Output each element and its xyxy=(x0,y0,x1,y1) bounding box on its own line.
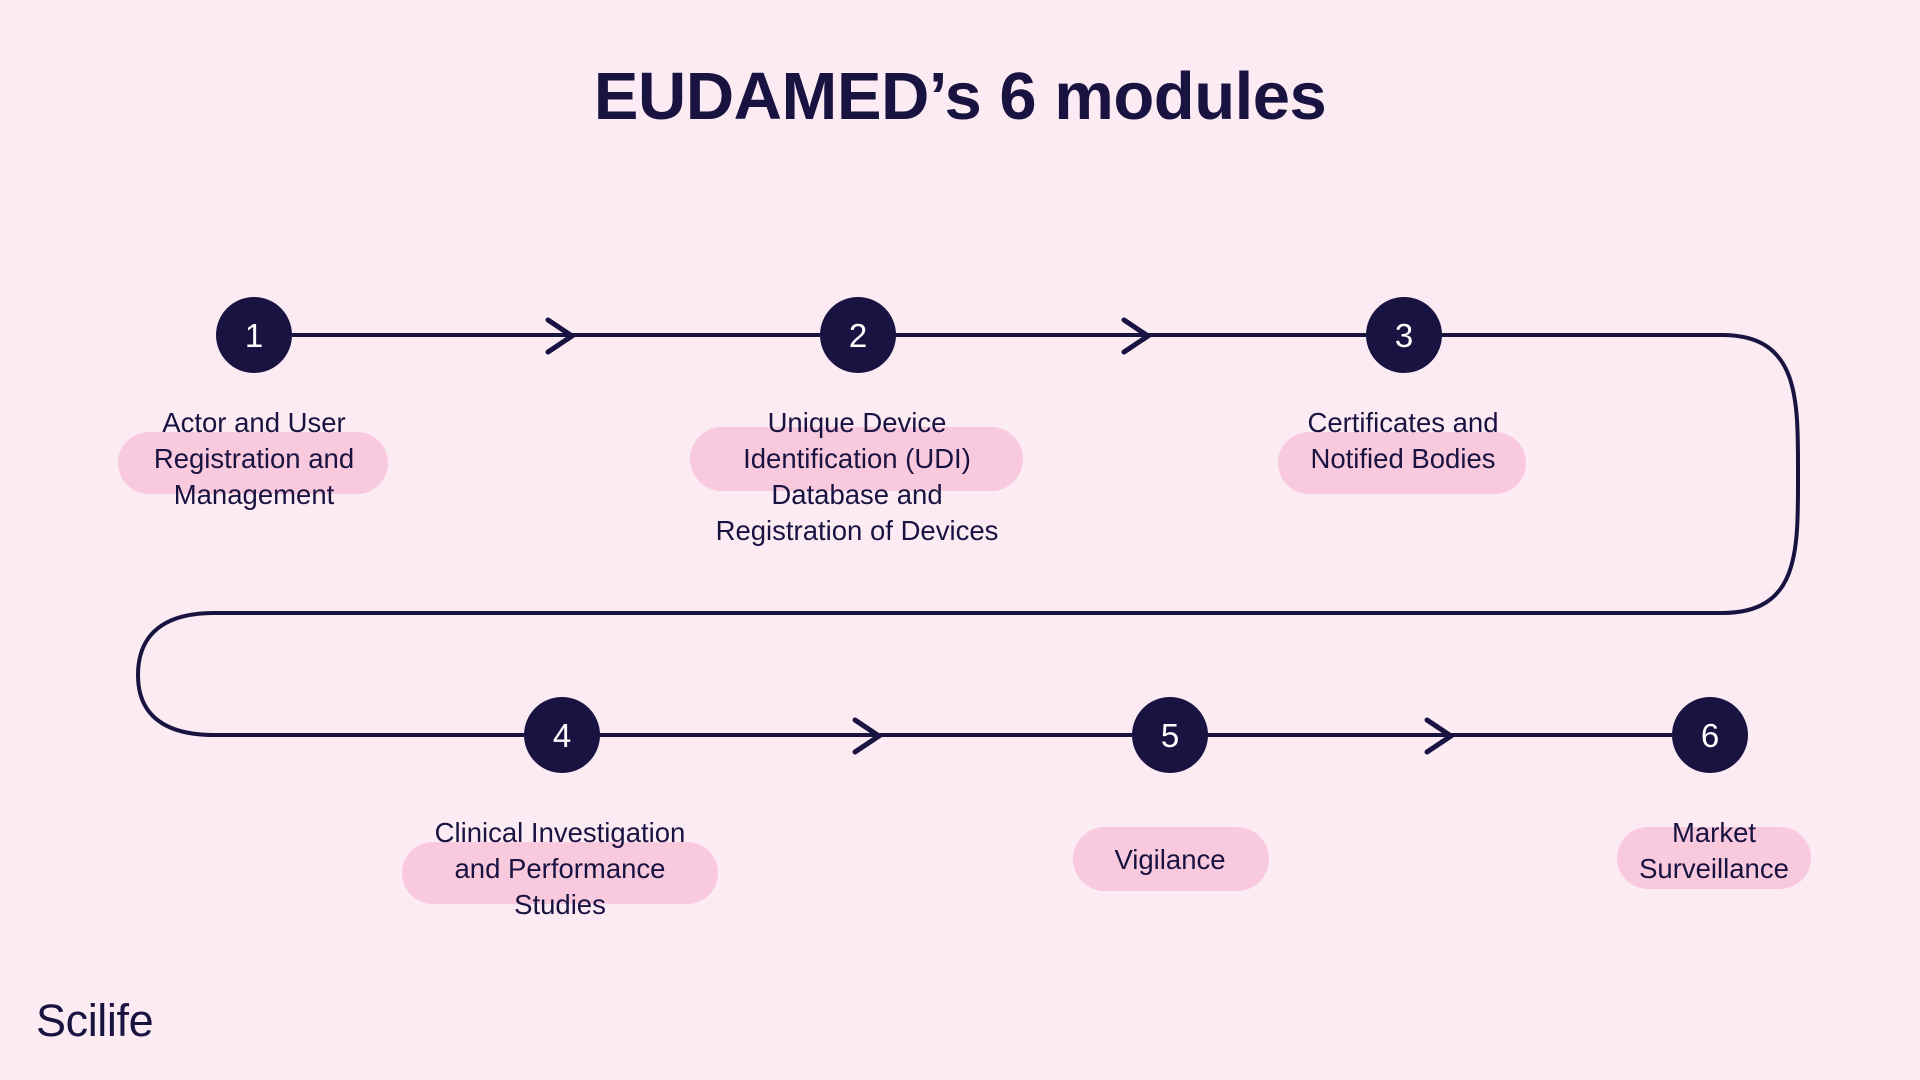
scilife-logo: Scilife xyxy=(36,995,154,1046)
arrow-chevron-icon-3 xyxy=(852,717,884,755)
module-number-2: 2 xyxy=(848,316,868,354)
connector-left-u-curve xyxy=(135,611,215,737)
module-label-1: Actor and User Registration and Manageme… xyxy=(153,407,355,510)
module-label-highlight-4 xyxy=(402,842,718,904)
module-number-5: 5 xyxy=(1160,716,1180,754)
module-number-3: 3 xyxy=(1394,316,1414,354)
module-node-4[interactable]: 4 xyxy=(524,697,600,773)
module-label-2: Unique Device Identification (UDI) Datab… xyxy=(715,407,999,546)
module-label-highlight-6 xyxy=(1617,827,1811,889)
module-node-6[interactable]: 6 xyxy=(1672,697,1748,773)
module-label-4: Clinical Investigation and Performance S… xyxy=(434,817,686,920)
module-number-6: 6 xyxy=(1700,716,1720,754)
arrow-chevron-icon-1 xyxy=(545,317,577,355)
module-node-3[interactable]: 3 xyxy=(1366,297,1442,373)
page-title: EUDAMED’s 6 modules xyxy=(593,59,1327,134)
module-node-1[interactable]: 1 xyxy=(216,297,292,373)
arrow-chevron-icon-2 xyxy=(1121,317,1153,355)
module-label-highlight-2 xyxy=(690,427,1023,491)
module-node-2[interactable]: 2 xyxy=(820,297,896,373)
module-label-highlight-1 xyxy=(118,432,388,494)
connector-right-u-curve xyxy=(1721,333,1801,615)
module-label-highlight-3 xyxy=(1278,432,1526,494)
module-label-highlight-5 xyxy=(1073,827,1269,891)
module-number-1: 1 xyxy=(244,316,264,354)
arrow-chevron-icon-4 xyxy=(1424,717,1456,755)
module-label-5: Vigilance xyxy=(1114,844,1226,875)
module-node-5[interactable]: 5 xyxy=(1132,697,1208,773)
module-label-3: Certificates and Notified Bodies xyxy=(1307,407,1499,474)
module-label-6: Market Surveillance xyxy=(1639,817,1789,884)
module-number-4: 4 xyxy=(552,716,572,754)
